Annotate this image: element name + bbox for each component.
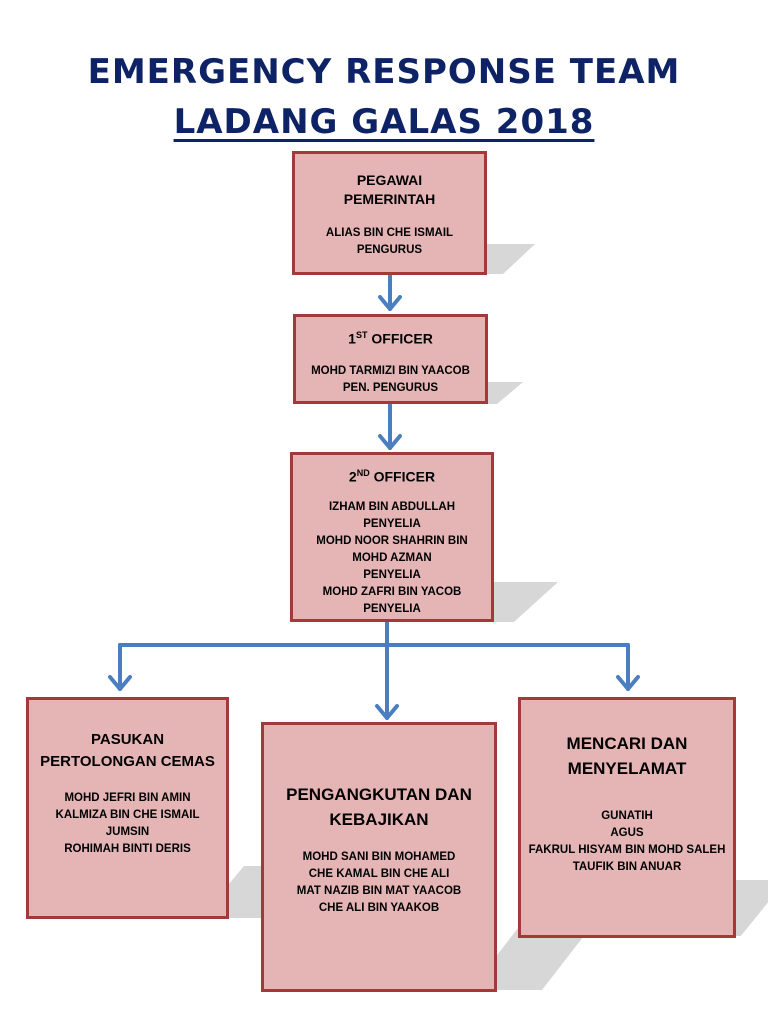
heading-superscript: ND [356, 468, 370, 478]
box-pasukan-pertolongan-cemas: PASUKAN PERTOLONGAN CEMAS MOHD JEFRI BIN… [26, 697, 229, 919]
arrowhead-second [378, 434, 402, 450]
heading-line-1: PENGANGKUTAN DAN [286, 785, 472, 804]
member-line: IZHAM BIN ABDULLAH [328, 500, 456, 513]
title-line-2-text: LADANG GALAS 2018 [173, 102, 595, 142]
box-second-officer: 2ND OFFICER IZHAM BIN ABDULLAH PENYELIA … [290, 452, 494, 622]
member-name: KALMIZA BIN CHE ISMAIL [55, 809, 200, 821]
member-role: PEN. PENGURUS [342, 381, 439, 394]
heading-number: 1 [348, 330, 356, 347]
member-name: FAKRUL HISYAM BIN MOHD SALEH [528, 844, 726, 856]
box-members: IZHAM BIN ABDULLAH PENYELIA MOHD NOOR SH… [293, 499, 491, 618]
member-name: JUMSIN [105, 826, 150, 838]
heading-line-2: PERTOLONGAN CEMAS [40, 753, 215, 770]
member-line: PENYELIA [363, 602, 421, 615]
member-name: GUNATIH [601, 810, 653, 822]
box-heading: 1ST OFFICER [296, 326, 485, 349]
heading-text: OFFICER [369, 468, 436, 485]
heading-line-1: MENCARI DAN [566, 734, 688, 753]
heading-number: 2 [348, 468, 357, 485]
box-mencari-dan-menyelamat: MENCARI DAN MENYELAMAT GUNATIH AGUS FAKR… [518, 697, 736, 938]
member-name: MOHD SANI BIN MOHAMED [302, 851, 456, 863]
box-members: MOHD JEFRI BIN AMIN KALMIZA BIN CHE ISMA… [29, 790, 226, 858]
member-role: PENGURUS [356, 244, 423, 256]
box-heading: PENGANGKUTAN DAN KEBAJIKAN [264, 782, 494, 832]
member-name: MAT NAZIB BIN MAT YAACOB [296, 885, 462, 897]
box-heading: PASUKAN PERTOLONGAN CEMAS [29, 729, 226, 773]
member-line: MOHD NOOR SHAHRIN BIN [316, 534, 468, 547]
arrowhead-middle [375, 704, 399, 720]
heading-text: OFFICER [367, 330, 433, 347]
box-members: MOHD SANI BIN MOHAMED CHE KAMAL BIN CHE … [264, 849, 494, 917]
arrowhead-right [616, 675, 640, 691]
arrowhead-left [108, 675, 132, 691]
member-line: MOHD AZMAN [352, 551, 432, 564]
member-name: MOHD JEFRI BIN AMIN [64, 792, 191, 804]
member-line: PENYELIA [363, 517, 421, 530]
title-line-2: LADANG GALAS 2018 [0, 102, 768, 142]
member-name: MOHD TARMIZI BIN YAACOB [311, 364, 470, 377]
box-pengangkutan-dan-kebajikan: PENGANGKUTAN DAN KEBAJIKAN MOHD SANI BIN… [261, 722, 497, 992]
heading-line-1: PEGAWAI [356, 172, 423, 188]
member-name: CHE ALI BIN YAAKOB [318, 902, 440, 914]
box-heading: 2ND OFFICER [293, 464, 491, 487]
box-first-officer: 1ST OFFICER MOHD TARMIZI BIN YAACOB PEN.… [293, 314, 488, 404]
heading-line-2: PEMERINTAH [343, 191, 436, 207]
member-name: ROHIMAH BINTI DERIS [64, 843, 191, 855]
box-pegawai-pemerintah: PEGAWAI PEMERINTAH ALIAS BIN CHE ISMAIL … [292, 151, 487, 275]
member-name: CHE KAMAL BIN CHE ALI [308, 868, 450, 880]
title-line-1: EMERGENCY RESPONSE TEAM [87, 52, 681, 92]
box-heading: MENCARI DAN MENYELAMAT [521, 731, 733, 781]
heading-superscript: ST [355, 330, 368, 340]
box-members: GUNATIH AGUS FAKRUL HISYAM BIN MOHD SALE… [521, 808, 733, 876]
box-members: MOHD TARMIZI BIN YAACOB PEN. PENGURUS [296, 363, 485, 397]
box-heading: PEGAWAI PEMERINTAH [295, 171, 484, 209]
member-line: MOHD ZAFRI BIN YACOB [322, 585, 462, 598]
member-name: AGUS [610, 827, 644, 839]
member-name: TAUFIK BIN ANUAR [572, 861, 682, 873]
heading-line-2: MENYELAMAT [567, 759, 687, 778]
heading-line-2: KEBAJIKAN [329, 810, 429, 829]
heading-line-1: PASUKAN [90, 731, 165, 748]
member-name: ALIAS BIN CHE ISMAIL [325, 227, 454, 239]
member-line: PENYELIA [363, 568, 421, 581]
arrowhead-first [378, 295, 402, 311]
box-members: ALIAS BIN CHE ISMAIL PENGURUS [295, 225, 484, 259]
